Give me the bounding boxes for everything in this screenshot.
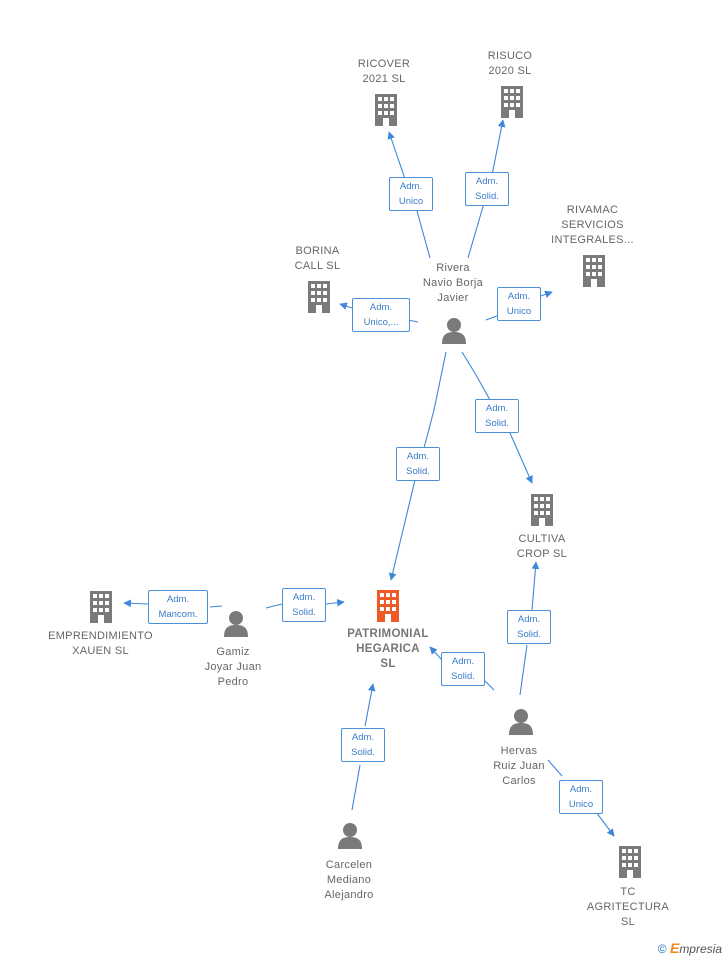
company-label-cultiva[interactable]: CULTIVA CROP SL	[516, 533, 568, 560]
edge-hervas-patrimonial	[430, 647, 495, 691]
edge-rivera-patrimonial	[391, 351, 447, 580]
edge-carcelen-patrimonial	[351, 684, 373, 811]
edge-label-gamiz-patrimonial: Adm. Solid.	[282, 588, 326, 622]
company-label-rivamac[interactable]: RIVAMAC SERVICIOS INTEGRALES...	[551, 204, 634, 246]
brand-name: mpresia	[679, 942, 722, 956]
person-label-gamiz[interactable]: Gamiz Joyar Juan Pedro	[204, 646, 262, 688]
person-icon-rivera	[442, 318, 466, 344]
edge-hervas-cultiva	[519, 562, 536, 696]
company-label-borina[interactable]: BORINA CALL SL	[294, 245, 341, 272]
building-icon-risuco	[501, 86, 523, 118]
person-icon-gamiz	[224, 611, 248, 637]
company-label-tc[interactable]: TC AGRITECTURA SL	[586, 886, 670, 928]
company-label-emprendimiento[interactable]: EMPRENDIMIENTO XAUEN SL	[48, 630, 153, 657]
brand-logo-letter: E	[669, 940, 680, 956]
person-label-hervas[interactable]: Hervas Ruiz Juan Carlos	[493, 745, 545, 787]
edge-gamiz-emprendimiento	[124, 603, 223, 607]
edge-label-rivera-ricover: Adm. Unico	[389, 177, 433, 211]
building-icon-rivamac	[583, 255, 605, 287]
edge-label-hervas-patrimonial: Adm. Solid.	[441, 652, 485, 686]
person-label-carcelen[interactable]: Carcelen Mediano Alejandro	[324, 859, 374, 901]
edge-label-gamiz-emprendimiento: Adm. Mancom.	[148, 590, 208, 624]
footer-brand[interactable]: © Empresia	[658, 940, 722, 956]
company-label-ricover[interactable]: RICOVER 2021 SL	[357, 58, 411, 85]
edge-label-rivera-cultiva: Adm. Solid.	[475, 399, 519, 433]
edge-hervas-tc	[547, 759, 614, 836]
edge-rivera-cultiva	[461, 351, 532, 483]
building-icon-cultiva	[531, 494, 553, 526]
building-icon-ricover	[375, 94, 397, 126]
person-icon-hervas	[509, 709, 533, 735]
edge-label-rivera-patrimonial: Adm. Solid.	[396, 447, 440, 481]
edge-label-carcelen-patrimonial: Adm. Solid.	[341, 728, 385, 762]
building-icon-emprendimiento	[90, 591, 112, 623]
building-icon-patrimonial	[377, 590, 399, 622]
building-icon-tc	[619, 846, 641, 878]
edge-gamiz-patrimonial	[265, 602, 344, 608]
edge-label-hervas-cultiva: Adm. Solid.	[507, 610, 551, 644]
edge-label-hervas-tc: Adm. Unico	[559, 780, 603, 814]
edge-label-rivera-borina: Adm. Unico,...	[352, 298, 410, 332]
company-label-patrimonial[interactable]: PATRIMONIAL HEGARICA SL	[347, 628, 429, 670]
edge-label-rivera-risuco: Adm. Solid.	[465, 172, 509, 206]
edge-label-rivera-rivamac: Adm. Unico	[497, 287, 541, 321]
company-label-risuco[interactable]: RISUCO 2020 SL	[487, 50, 533, 77]
building-icon-borina	[308, 281, 330, 313]
person-label-rivera[interactable]: Rivera Navio Borja Javier	[422, 262, 484, 304]
person-icon-carcelen	[338, 823, 362, 849]
copyright-icon: ©	[657, 942, 667, 956]
